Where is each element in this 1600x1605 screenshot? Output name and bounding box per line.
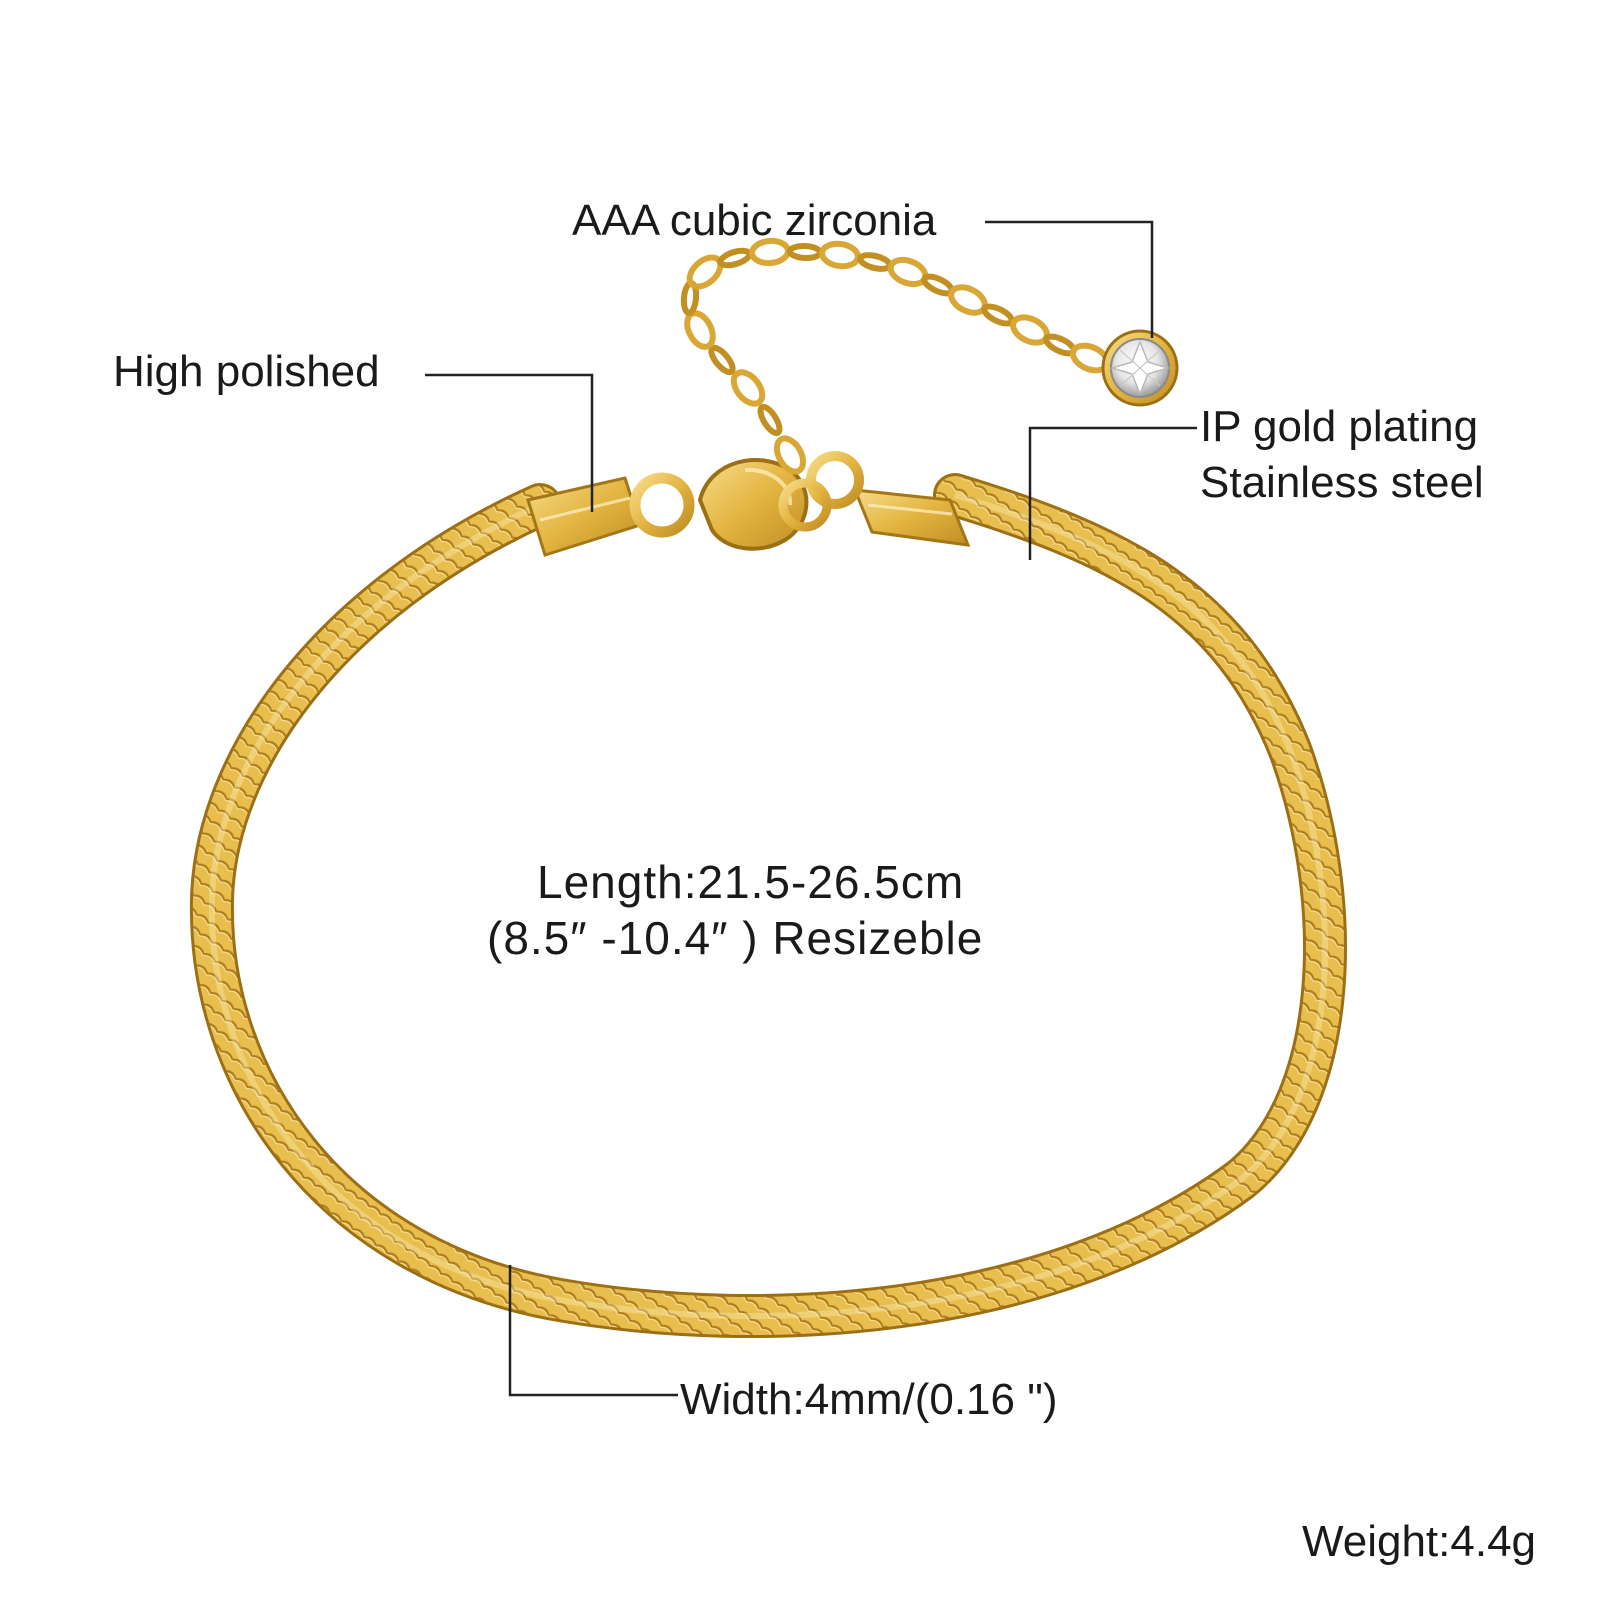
label-width: Width:4mm/(0.16 "): [680, 1375, 1058, 1424]
extension-chain-link: [717, 247, 753, 269]
label-high-polished: High polished: [113, 347, 380, 396]
end-cap-right: [852, 488, 971, 547]
label-length-cm: Length:21.5-26.5cm: [537, 856, 965, 908]
extension-chain-link: [730, 369, 766, 407]
cubic-zirconia-charm-icon: [1101, 329, 1179, 407]
extension-chain-link: [857, 252, 893, 272]
extension-chain-link: [787, 242, 823, 262]
extension-chain: [680, 237, 1111, 475]
label-cubic-zirconia: AAA cubic zirconia: [572, 196, 937, 245]
snake-chain: [189, 473, 1347, 1339]
leader-width: [508, 1265, 678, 1397]
jump-ring-right: [806, 451, 864, 509]
extension-chain-link: [773, 435, 807, 475]
label-stainless-steel: Stainless steel: [1200, 458, 1484, 507]
label-weight: Weight:4.4g: [1302, 1517, 1537, 1566]
label-ip-gold-plating: IP gold plating: [1200, 402, 1479, 451]
extension-chain-link: [708, 344, 736, 376]
leader-zirconia: [985, 220, 1154, 338]
leader-polished: [425, 373, 594, 512]
label-length-inch: (8.5″ -10.4″ ) Resizeble: [487, 912, 984, 964]
extension-chain-link: [981, 303, 1015, 327]
jump-ring-left: [629, 472, 695, 538]
lobster-clasp: [697, 458, 832, 551]
callout-leader-lines: [425, 220, 1197, 1397]
extension-chain-link: [757, 403, 783, 437]
leader-plating: [1028, 426, 1197, 560]
